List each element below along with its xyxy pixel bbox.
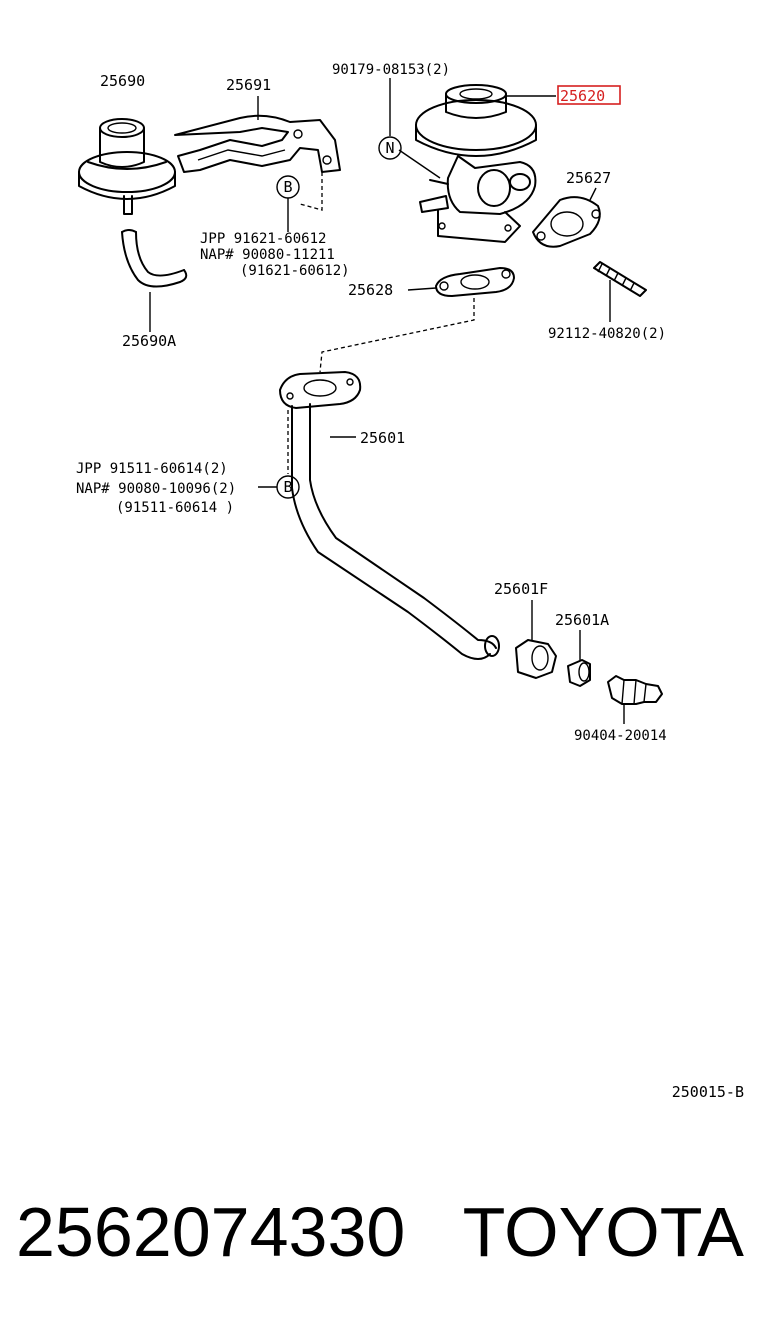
part-25690A-drawing (121, 229, 188, 332)
label-25627: 25627 (566, 169, 611, 187)
part-25601-drawing (279, 371, 500, 660)
label-25691: 25691 (226, 76, 271, 94)
callout-b-bottom-letter: B (283, 478, 292, 496)
label-25601: 25601 (360, 429, 405, 447)
label-25628: 25628 (348, 281, 393, 299)
callout-n-letter: N (385, 139, 394, 157)
footer-brand: TOYOTA (463, 1193, 745, 1271)
bolt-top-alt: (91621-60612) (240, 263, 350, 279)
footer-part-number: 2562074330 (16, 1193, 405, 1271)
label-25601A: 25601A (555, 611, 609, 629)
bolt-bottom-alt: (91511-60614 ) (116, 500, 234, 516)
part-25691-drawing (174, 96, 341, 173)
part-25690-drawing (78, 118, 176, 215)
callout-b-top-letter: B (283, 178, 292, 196)
part-25620-drawing (415, 84, 556, 243)
part-25628-drawing (407, 267, 515, 297)
label-25690A: 25690A (122, 332, 176, 350)
part-90404-drawing (607, 675, 663, 724)
callout-b-bottom: B (258, 410, 300, 499)
label-92112: 92112-40820(2) (548, 326, 666, 342)
bolt-top-jpp: JPP 91621-60612 (200, 231, 326, 247)
part-25601F-drawing (515, 600, 557, 679)
callout-n: N (378, 78, 441, 179)
diagram-code: 250015-B (672, 1083, 744, 1101)
label-25690: 25690 (100, 72, 145, 90)
label-25620: 25620 (560, 87, 605, 105)
label-90404: 90404-20014 (574, 728, 667, 744)
bolt-top-nap: NAP# 90080-11211 (200, 247, 335, 263)
label-90179: 90179-08153(2) (332, 62, 450, 78)
part-25627-drawing (532, 187, 601, 248)
bolt-bottom-jpp: JPP 91511-60614(2) (76, 461, 228, 477)
callout-b-top: B (276, 175, 300, 232)
highlight-box-25620 (557, 85, 621, 105)
bolt-bottom-nap: NAP# 90080-10096(2) (76, 481, 236, 497)
part-92112-drawing (593, 261, 647, 322)
part-25601A-drawing (567, 630, 591, 687)
label-25601F: 25601F (494, 580, 548, 598)
